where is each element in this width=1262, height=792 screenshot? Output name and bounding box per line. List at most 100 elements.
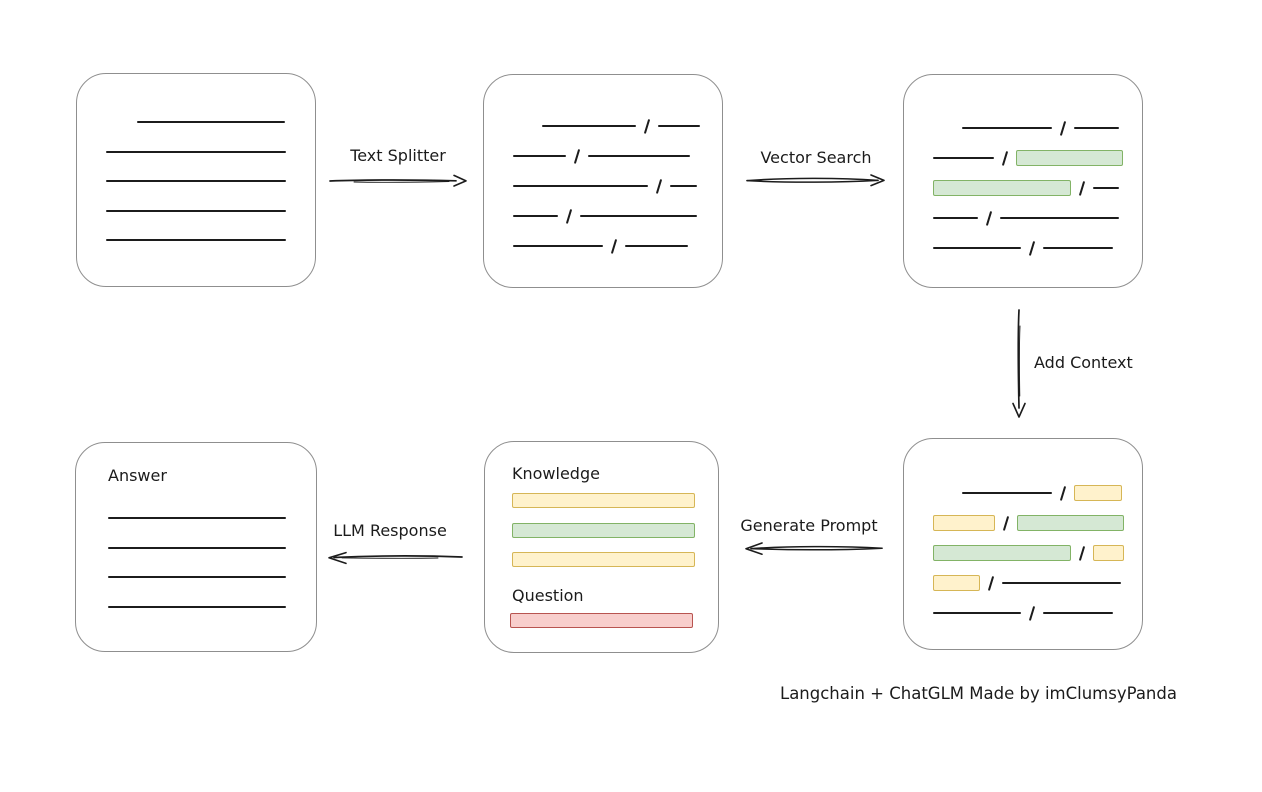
text-line [513,185,648,187]
generate-prompt-arrow [745,542,883,555]
question-label: Question [512,586,584,605]
text-line [513,245,603,247]
chunk-row [513,111,722,141]
slash-separator [987,575,995,591]
knowledge-label: Knowledge [512,464,600,483]
highlight-chip-green [933,545,1071,561]
llm-response-arrow [328,551,463,565]
text-line [1000,217,1120,219]
document-lines [77,74,315,241]
text-line [588,155,691,157]
text-line [513,155,566,157]
arrow-shaft-sketch [750,547,883,551]
text-line [137,121,285,123]
text-line [108,517,286,519]
chunk-row [933,508,1142,538]
highlight-chip-green [1016,150,1124,166]
chunk-row [933,598,1142,628]
chunk-row [933,538,1142,568]
chunk-row [513,231,722,261]
text-line [1074,127,1120,129]
add-context-arrow [1012,309,1026,418]
text-line [933,217,978,219]
slash-separator [643,118,651,134]
arrow-shaft [333,555,463,559]
chunk-row [513,171,722,201]
arrow-shaft [1017,309,1020,409]
arrow-head [328,551,347,565]
text-line [933,612,1021,614]
spacer [933,492,955,494]
slash-separator [985,210,993,226]
slash-separator [1028,605,1036,621]
text-line [1043,612,1114,614]
generate-prompt-label: Generate Prompt [740,516,878,535]
chunk-row [933,478,1142,508]
prompt-bar-yellow [512,552,695,567]
text-line [658,125,701,127]
text-line [542,125,636,127]
slash-separator [655,178,663,194]
highlight-chip-yellow [1074,485,1123,501]
context-chunks-box [903,438,1143,650]
text-line [106,239,286,241]
slash-separator [565,208,573,224]
slash-separator [1028,240,1036,256]
source-document-box [76,73,316,287]
prompt-bar-red [510,613,693,628]
text-splitter-label: Text Splitter [350,146,446,165]
text-line [108,605,286,608]
highlight-chip-yellow [933,515,995,531]
chunk-rows [904,439,1142,628]
matched-chunks-box [903,74,1143,288]
text-line [670,185,698,187]
arrow-head [870,174,885,187]
slash-separator [1001,150,1009,166]
prompt-bar-yellow [512,493,695,508]
add-context-label: Add Context [1034,353,1133,372]
text-line [108,546,286,549]
arrow-head [745,542,763,555]
prompt-bar-green [512,522,695,538]
diagram-caption: Langchain + ChatGLM Made by imClumsyPand… [780,684,1177,703]
arrow-shaft [329,179,457,182]
llm-response-label: LLM Response [333,521,447,540]
text-line [580,215,698,217]
slash-separator [573,148,581,164]
prompt-box: Knowledge Question [484,441,719,653]
chunk-row [933,233,1142,263]
highlight-chip-yellow [1093,545,1125,561]
text-line [933,157,994,159]
slash-separator [610,238,618,254]
answer-label: Answer [108,466,167,485]
question-bars [510,613,693,628]
chunk-row [933,113,1142,143]
vector-search-label: Vector Search [760,148,872,167]
text-line [106,209,286,212]
text-line [1043,247,1114,249]
chunk-rows [904,75,1142,263]
highlight-chip-yellow [933,575,980,591]
split-chunks-box [483,74,723,288]
chunk-row [513,141,722,171]
spacer [513,125,535,127]
slash-separator [1059,120,1067,136]
slash-separator [1002,515,1010,531]
text-line [108,576,286,578]
chunk-row [933,173,1142,203]
arrow-shaft-sketch [746,179,879,183]
arrow-shaft-sketch [353,181,450,183]
spacer [933,127,955,129]
slash-separator [1078,545,1086,561]
text-line [1093,187,1120,189]
document-lines [76,443,316,608]
arrow-head [1012,402,1026,418]
arrow-head [453,174,467,187]
answer-box: Answer [75,442,317,652]
arrow-shaft [750,545,883,550]
slash-separator [1059,485,1067,501]
vector-search-arrow [746,174,885,187]
text-line [933,247,1021,249]
chunk-row [933,568,1142,598]
